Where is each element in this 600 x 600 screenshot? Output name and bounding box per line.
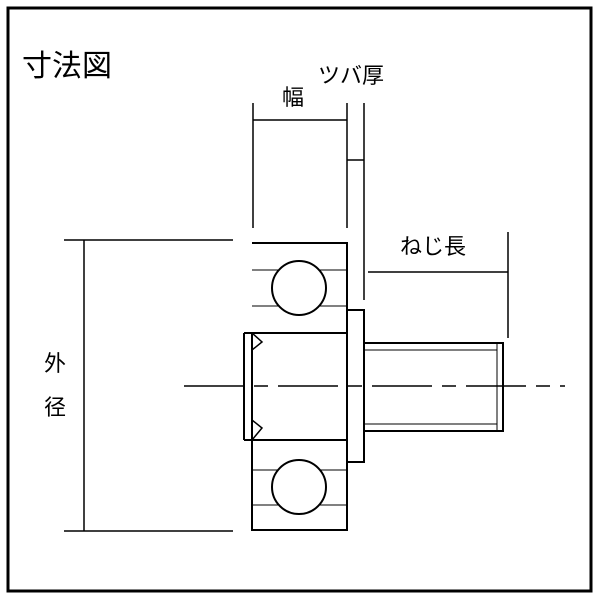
- flange-thickness-label: ツバ厚: [318, 64, 385, 89]
- width-label: 幅: [282, 86, 305, 111]
- lower-ball: [271, 459, 327, 515]
- break-mark-upper: [251, 332, 264, 351]
- threaded-shaft: [363, 342, 504, 432]
- bearing-outer-ring: [251, 242, 348, 531]
- outer-diameter-label-2: 径: [44, 396, 67, 421]
- upper-ball: [271, 260, 327, 316]
- thread-length-label: ねじ長: [400, 235, 467, 260]
- title: 寸法図: [22, 49, 112, 84]
- break-mark-lower: [251, 419, 264, 441]
- drawing-frame: [6, 6, 593, 593]
- outer-diameter-label-1: 外: [44, 352, 67, 377]
